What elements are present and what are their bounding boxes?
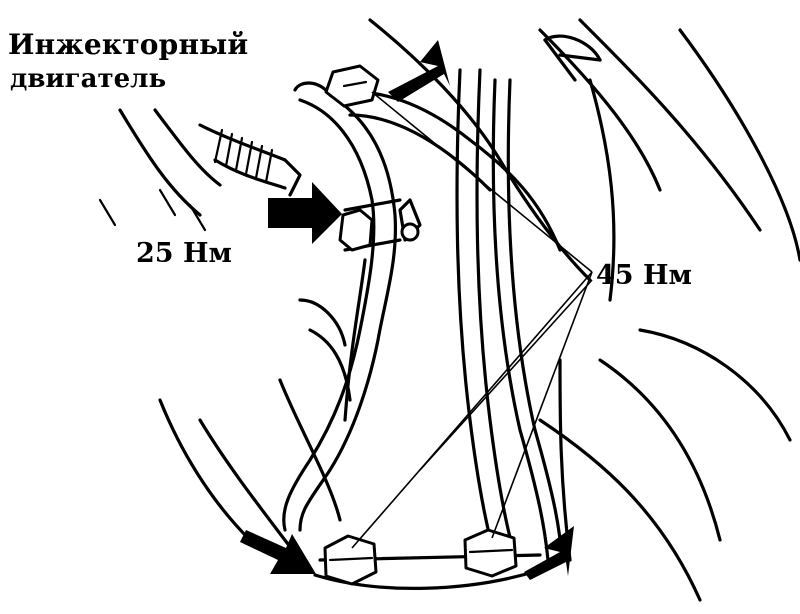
engine-type-title-line1: Инжекторный [8,28,249,61]
bolt-icon [463,528,518,578]
bolt-icon [323,534,378,586]
pipes [455,34,602,562]
hose [118,108,302,217]
bolt-icon [338,208,420,252]
engine-type-title-line2: двигатель [10,64,167,94]
torque-label-upper: 25 Нм [136,238,232,269]
background-contours [98,18,800,602]
arrow-icon [268,182,342,244]
mount-bracket [282,81,562,532]
bolt-icon [324,64,380,108]
arrow-icon [524,526,574,580]
arrow-icon [240,530,316,574]
torque-label-lower: 45 Нм [596,260,692,291]
torque-leader-lines [351,91,593,549]
arrow-icon [388,40,450,102]
